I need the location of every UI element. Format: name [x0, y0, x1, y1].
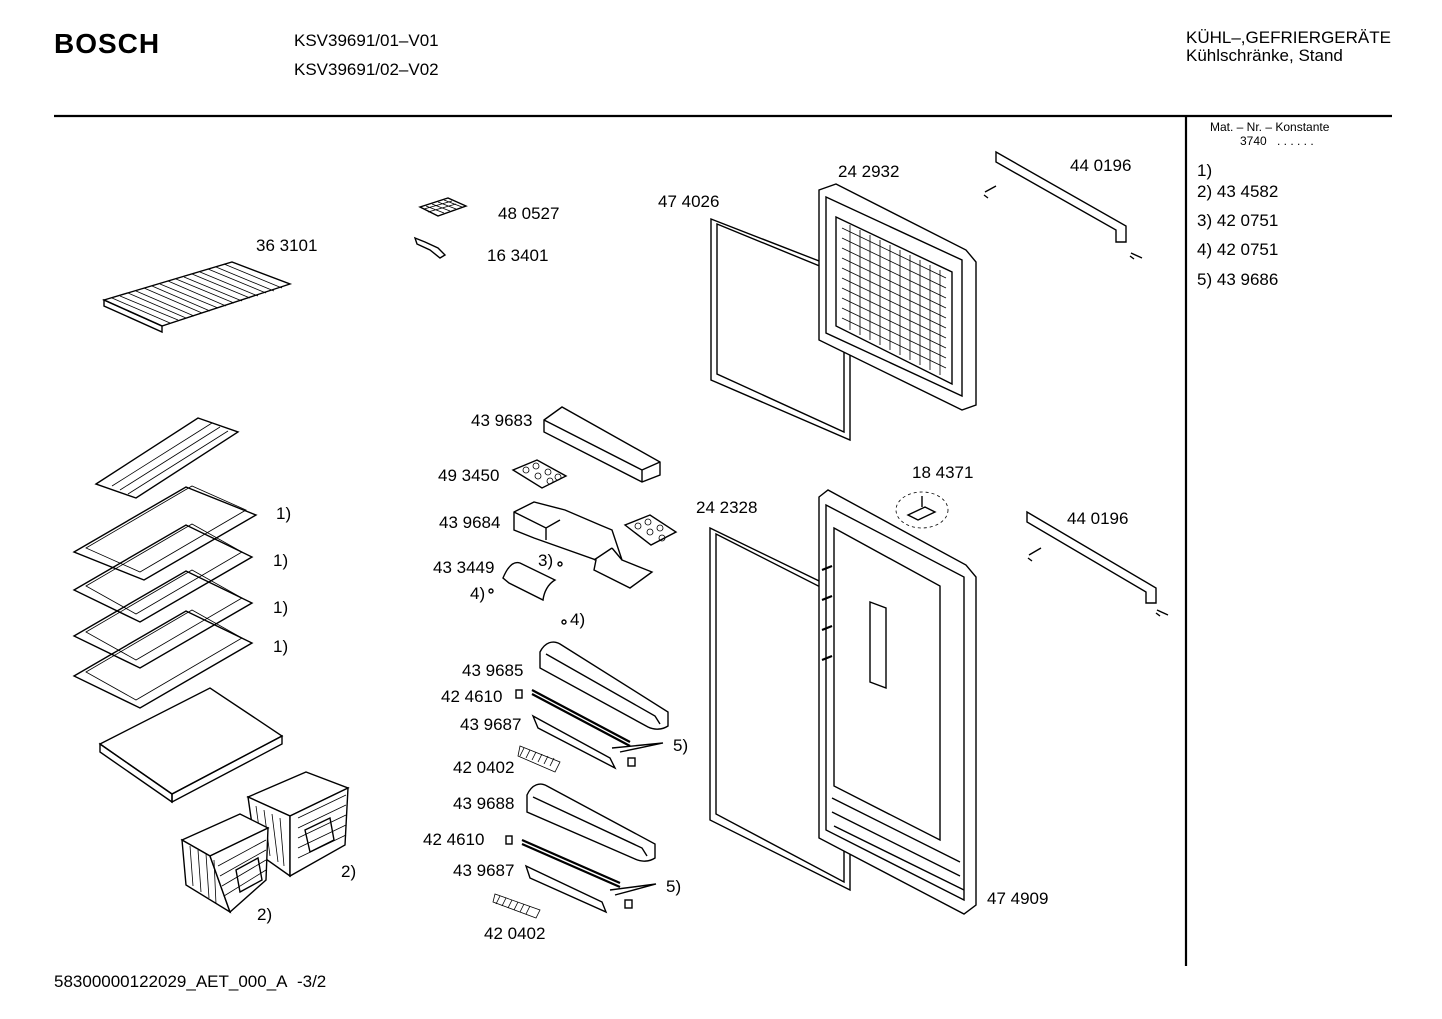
footer-doc-id: 58300000122029_AET_000_A -3/2	[54, 972, 326, 992]
legend-item-4: 4) 42 0751	[1197, 240, 1278, 260]
part-label-242328: 24 2328	[696, 498, 758, 517]
category-line-2: Kühlschränke, Stand	[1186, 46, 1343, 65]
model-number-2: KSV39691/02–V02	[294, 60, 439, 79]
wire-shelf-drawing	[101, 261, 293, 334]
part-label-474026: 47 4026	[658, 192, 720, 211]
part-label-439683: 43 9683	[471, 411, 533, 430]
part-label-163401: 16 3401	[487, 246, 549, 265]
door-shelf-upper-drawing	[513, 501, 654, 589]
fridge-door-drawing	[818, 489, 977, 915]
part-label-439685: 43 9685	[462, 661, 524, 680]
butter-shelf-drawing	[543, 406, 661, 483]
legend-item-1: 1)	[1197, 161, 1212, 181]
note-ref-1d: 1)	[273, 637, 289, 656]
egg-tray-2-drawing	[623, 514, 678, 546]
part-label-480527: 48 0527	[498, 204, 560, 223]
note-ref-1b: 1)	[273, 551, 289, 570]
scraper-drawing	[413, 236, 447, 259]
ice-tray-drawing	[418, 197, 468, 217]
legend-value: 42 0751	[1216, 240, 1279, 259]
part-label-439687-a: 43 9687	[460, 715, 522, 734]
legend-item-3: 3) 42 0751	[1197, 211, 1278, 231]
note-ref-2a: 2)	[341, 862, 357, 881]
handle-rail-bottom-drawing	[1026, 510, 1169, 617]
hinge-bracket-drawing	[895, 491, 949, 529]
legend-key: 3)	[1197, 211, 1213, 230]
part-label-420402-b: 42 0402	[484, 924, 546, 943]
note-ref-5a: 5)	[673, 736, 689, 755]
note-ref-3: 3)	[538, 551, 554, 570]
note-ref-5b: 5)	[666, 877, 682, 896]
bottle-shelf-2-drawing	[492, 783, 657, 919]
legend-item-2: 2) 43 4582	[1197, 182, 1278, 202]
part-label-440196-top: 44 0196	[1070, 156, 1132, 175]
freezer-gasket-drawing	[710, 217, 851, 442]
glass-shelf-3-drawing	[72, 569, 254, 669]
glass-shelf-1-drawing	[72, 485, 258, 581]
handle-rail-top-drawing	[983, 150, 1143, 260]
glass-shelf-2-drawing	[72, 523, 254, 623]
freezer-door-drawing	[818, 183, 977, 411]
part-label-439688: 43 9688	[453, 794, 515, 813]
page-number: -3/2	[296, 972, 327, 991]
legend-key: 5)	[1197, 270, 1213, 289]
note-ref-2b: 2)	[257, 905, 273, 924]
legend-value: 43 4582	[1216, 182, 1279, 201]
legend-key: 2)	[1197, 182, 1213, 201]
note-ref-1a: 1)	[276, 504, 292, 523]
brand-logo: BOSCH	[54, 28, 161, 59]
doc-id: 58300000122029_AET_000_A	[54, 972, 288, 991]
legend-item-5: 5) 43 9686	[1197, 270, 1278, 290]
note-ref-1c: 1)	[273, 598, 289, 617]
part-label-433449: 43 3449	[433, 558, 495, 577]
bottle-shelf-1-drawing	[515, 641, 669, 773]
legend-key: 1)	[1197, 161, 1213, 180]
glass-shelf-4-drawing	[72, 609, 254, 709]
model-number-1: KSV39691/01–V01	[294, 31, 439, 50]
sidebar-heading: Mat. – Nr. – Konstante	[1210, 120, 1330, 134]
legend-value: 42 0751	[1216, 211, 1279, 230]
part-label-439687-b: 43 9687	[453, 861, 515, 880]
part-label-424610-a: 42 4610	[441, 687, 503, 706]
glass-shelf-5-drawing	[98, 687, 284, 804]
note-ref-4a: 4)	[470, 584, 486, 603]
egg-tray-drawing	[511, 459, 568, 489]
part-label-493450: 49 3450	[438, 466, 500, 485]
part-label-242932: 24 2932	[838, 162, 900, 181]
part-label-420402-a: 42 0402	[453, 758, 515, 777]
note-ref-4b: 4)	[570, 610, 586, 629]
part-label-439684: 43 9684	[439, 513, 501, 532]
fridge-gasket-drawing	[709, 526, 851, 892]
lamp-cover-drawing	[94, 417, 240, 499]
sidebar-constant: 3740	[1240, 134, 1267, 148]
part-label-474909: 47 4909	[987, 889, 1049, 908]
category-line-1: KÜHL–,GEFRIERGERÄTE	[1186, 28, 1391, 47]
part-label-440196-bottom: 44 0196	[1067, 509, 1129, 528]
part-label-184371: 18 4371	[912, 463, 974, 482]
door-flap-drawing	[488, 561, 567, 625]
part-label-424610-b: 42 4610	[423, 830, 485, 849]
sidebar-constant-dots: . . . . . .	[1277, 134, 1314, 148]
vegetable-drawer-left-drawing	[180, 813, 270, 914]
legend-value: 43 9686	[1216, 270, 1279, 289]
legend-key: 4)	[1197, 240, 1213, 259]
part-label-363101: 36 3101	[256, 236, 318, 255]
